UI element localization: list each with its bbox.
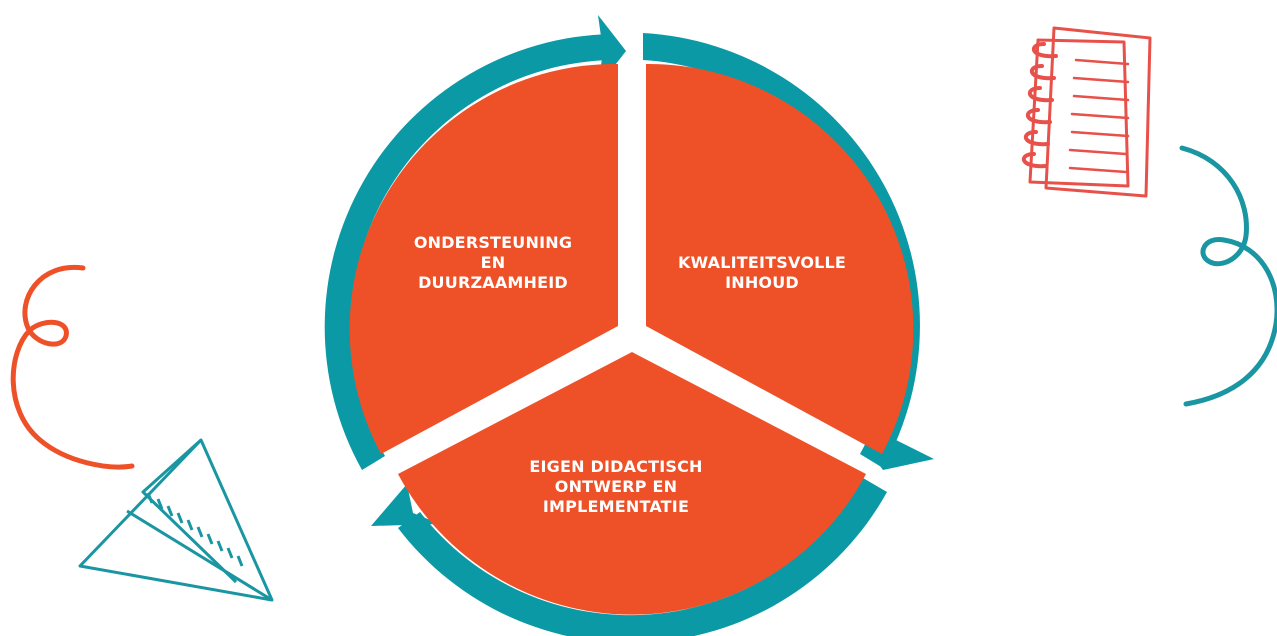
notebook-front-page <box>1044 26 1152 198</box>
segment-top-right <box>646 63 914 454</box>
swirl-left-icon <box>10 264 135 470</box>
ring-arc-top-right <box>643 33 920 468</box>
ring-arc-bottom <box>398 478 887 636</box>
swirl-right-icon <box>1179 145 1277 407</box>
segment-top-left <box>349 63 618 455</box>
segment-label-didactic-design: EIGEN DIDACTISCH ONTWERP EN IMPLEMENTATI… <box>529 457 703 516</box>
cycle-ring <box>324 33 920 636</box>
segment-bottom <box>398 352 866 615</box>
ring-arc-left <box>324 34 612 470</box>
segment-label-support-sustainability: ONDERSTEUNING EN DUURZAAMHEID <box>413 233 573 292</box>
notebook-back-page <box>1028 38 1130 188</box>
notebook-lines <box>1068 58 1130 174</box>
notebook-icon <box>1021 26 1152 198</box>
segment-label-quality-content: KWALITEITSVOLLE INHOUD <box>677 253 847 292</box>
arrowhead-left <box>371 484 440 526</box>
plane-wing-bottom <box>126 509 273 602</box>
plane-hatch <box>146 492 244 567</box>
pie-segments <box>349 63 914 615</box>
plane-body <box>78 438 274 602</box>
plane-wing-top <box>141 438 238 584</box>
notebook-spiral <box>1021 42 1058 169</box>
paper-plane-icon <box>78 438 274 602</box>
